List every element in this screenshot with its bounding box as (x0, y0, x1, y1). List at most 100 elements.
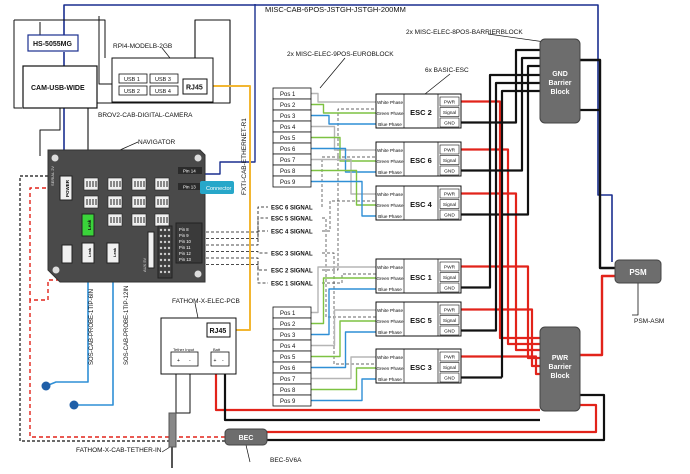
esc-phase-label: White Phase (377, 265, 403, 270)
wire-pin14 (200, 4, 256, 175)
jst-pin (143, 199, 145, 205)
esc-gnd-route (500, 89, 540, 378)
esc-pin-label: Signal (443, 365, 456, 371)
pin-label: Pin 10 (179, 239, 192, 244)
jst-pin (163, 199, 165, 205)
euroblock-pos-label: Pos 5 (280, 136, 296, 142)
esc-pin-label: PWR (444, 148, 456, 154)
pwm-pin (163, 240, 167, 244)
batt-label: Batt (213, 347, 221, 352)
esc-phase-label: White Phase (377, 355, 403, 360)
jst-pin (116, 181, 118, 187)
esc-gnd-route (494, 81, 540, 332)
jst-pin (95, 199, 97, 205)
gnd-barrier-block: GND Barrier Block (539, 38, 581, 124)
jst-pin (113, 199, 115, 205)
phase-wire (311, 356, 376, 380)
pwm-pin (159, 246, 163, 250)
usb3-label: USB 3 (155, 77, 171, 83)
esc-pin (439, 325, 460, 336)
camera-cable-label: BROV2-CAB-DIGITAL-CAMERA (98, 112, 193, 119)
jst-pin (160, 199, 162, 205)
esc-name: ESC 6 (410, 156, 432, 165)
pin-label-block (175, 222, 203, 264)
pwm-pin (167, 228, 171, 232)
phase-wire (311, 288, 376, 336)
esc-pin (439, 304, 460, 315)
bec-nav-dashed (29, 279, 225, 438)
navigator-label: NAVIGATOR (138, 139, 176, 146)
esc-pin-label: Signal (443, 202, 456, 208)
euroblock-pos-label: Pos 2 (280, 103, 296, 109)
ethernet-cable-label: FXTI-CAB-ETHERNET-R1 (241, 118, 248, 195)
batt-port (210, 351, 230, 367)
esc-pin-label: Signal (443, 110, 456, 116)
esc-pin (439, 272, 460, 282)
bec-box (224, 428, 268, 446)
jst-pin (137, 199, 139, 205)
jst-pin (137, 181, 139, 187)
esc-count-label: 6x BASIC-ESC (425, 67, 469, 74)
phase-wire (311, 136, 376, 162)
tether-minus (176, 366, 191, 414)
esc-gnd-route (502, 64, 540, 216)
pin-label: Pin 12 (179, 251, 192, 256)
esc-phase-label: Green Phase (376, 111, 404, 116)
esc-pin (439, 372, 460, 383)
jst-pin (134, 217, 136, 223)
pwm-pin (167, 270, 171, 274)
euroblock-pos-label: Pos 7 (280, 158, 296, 164)
usb2-label: USB 2 (124, 89, 140, 95)
rpi-rj45-label: RJ45 (186, 85, 203, 92)
pwm-pin (163, 228, 167, 232)
power-connector (59, 175, 73, 201)
pwm-pin (163, 234, 167, 238)
batt-minus: - (222, 358, 224, 364)
wire-cam-left (13, 20, 22, 109)
esc-pin-label: Signal (443, 158, 456, 164)
signal-label: ESC 5 SIGNAL (271, 217, 313, 223)
jst-pin (166, 199, 168, 205)
probe-6in-label: SOS-CAB-PROBE-1TIP-6IN (89, 289, 95, 365)
tether-plus: + (177, 358, 180, 364)
pwm-pins (159, 228, 171, 274)
esc-phase-label: Green Phase (376, 276, 404, 281)
esc-phase-label: White Phase (377, 100, 403, 105)
esc-pin (439, 199, 460, 209)
pin-label: Pin 11 (179, 245, 191, 250)
probe-tip-6in (41, 381, 51, 391)
leak-sensor-port (81, 213, 95, 237)
esc-phase-label: Blue Phase (378, 330, 402, 335)
jst-pin (95, 181, 97, 187)
euroblock-pos-label: Pos 1 (280, 92, 296, 98)
pwm-pin (163, 264, 167, 268)
tether-connector (168, 412, 177, 448)
leak-label: Leak (87, 219, 92, 230)
fathom-leader (194, 302, 199, 319)
esc-gnd-route (488, 73, 540, 289)
usb-camera-box (22, 65, 98, 109)
euroblock-pos (272, 175, 312, 188)
esc-power-route (492, 148, 540, 346)
batt-plus: + (214, 358, 217, 364)
jst-pin (119, 181, 121, 187)
esc-pin-label: PWR (444, 192, 456, 198)
jst-pin (143, 181, 145, 187)
fathom-batt-pwr (214, 366, 540, 412)
bec-leader (245, 444, 251, 463)
rpi-rj45-port (182, 78, 208, 95)
barrier-leader (487, 33, 546, 43)
pwm-pin (159, 234, 163, 238)
esc-phase-label: Blue Phase (378, 377, 402, 382)
navigator-headers (83, 177, 170, 227)
gnd-block-line3: Block (550, 89, 569, 96)
bec-nav-gnd (19, 175, 225, 442)
pwm-pin (159, 258, 163, 262)
bec-pwr (267, 403, 598, 434)
euroblock-pos-label: Pos 5 (280, 355, 296, 361)
euroblock-pos-label: Pos 3 (280, 114, 296, 120)
jst-pin (92, 181, 94, 187)
esc-phase-label: Green Phase (376, 203, 404, 208)
